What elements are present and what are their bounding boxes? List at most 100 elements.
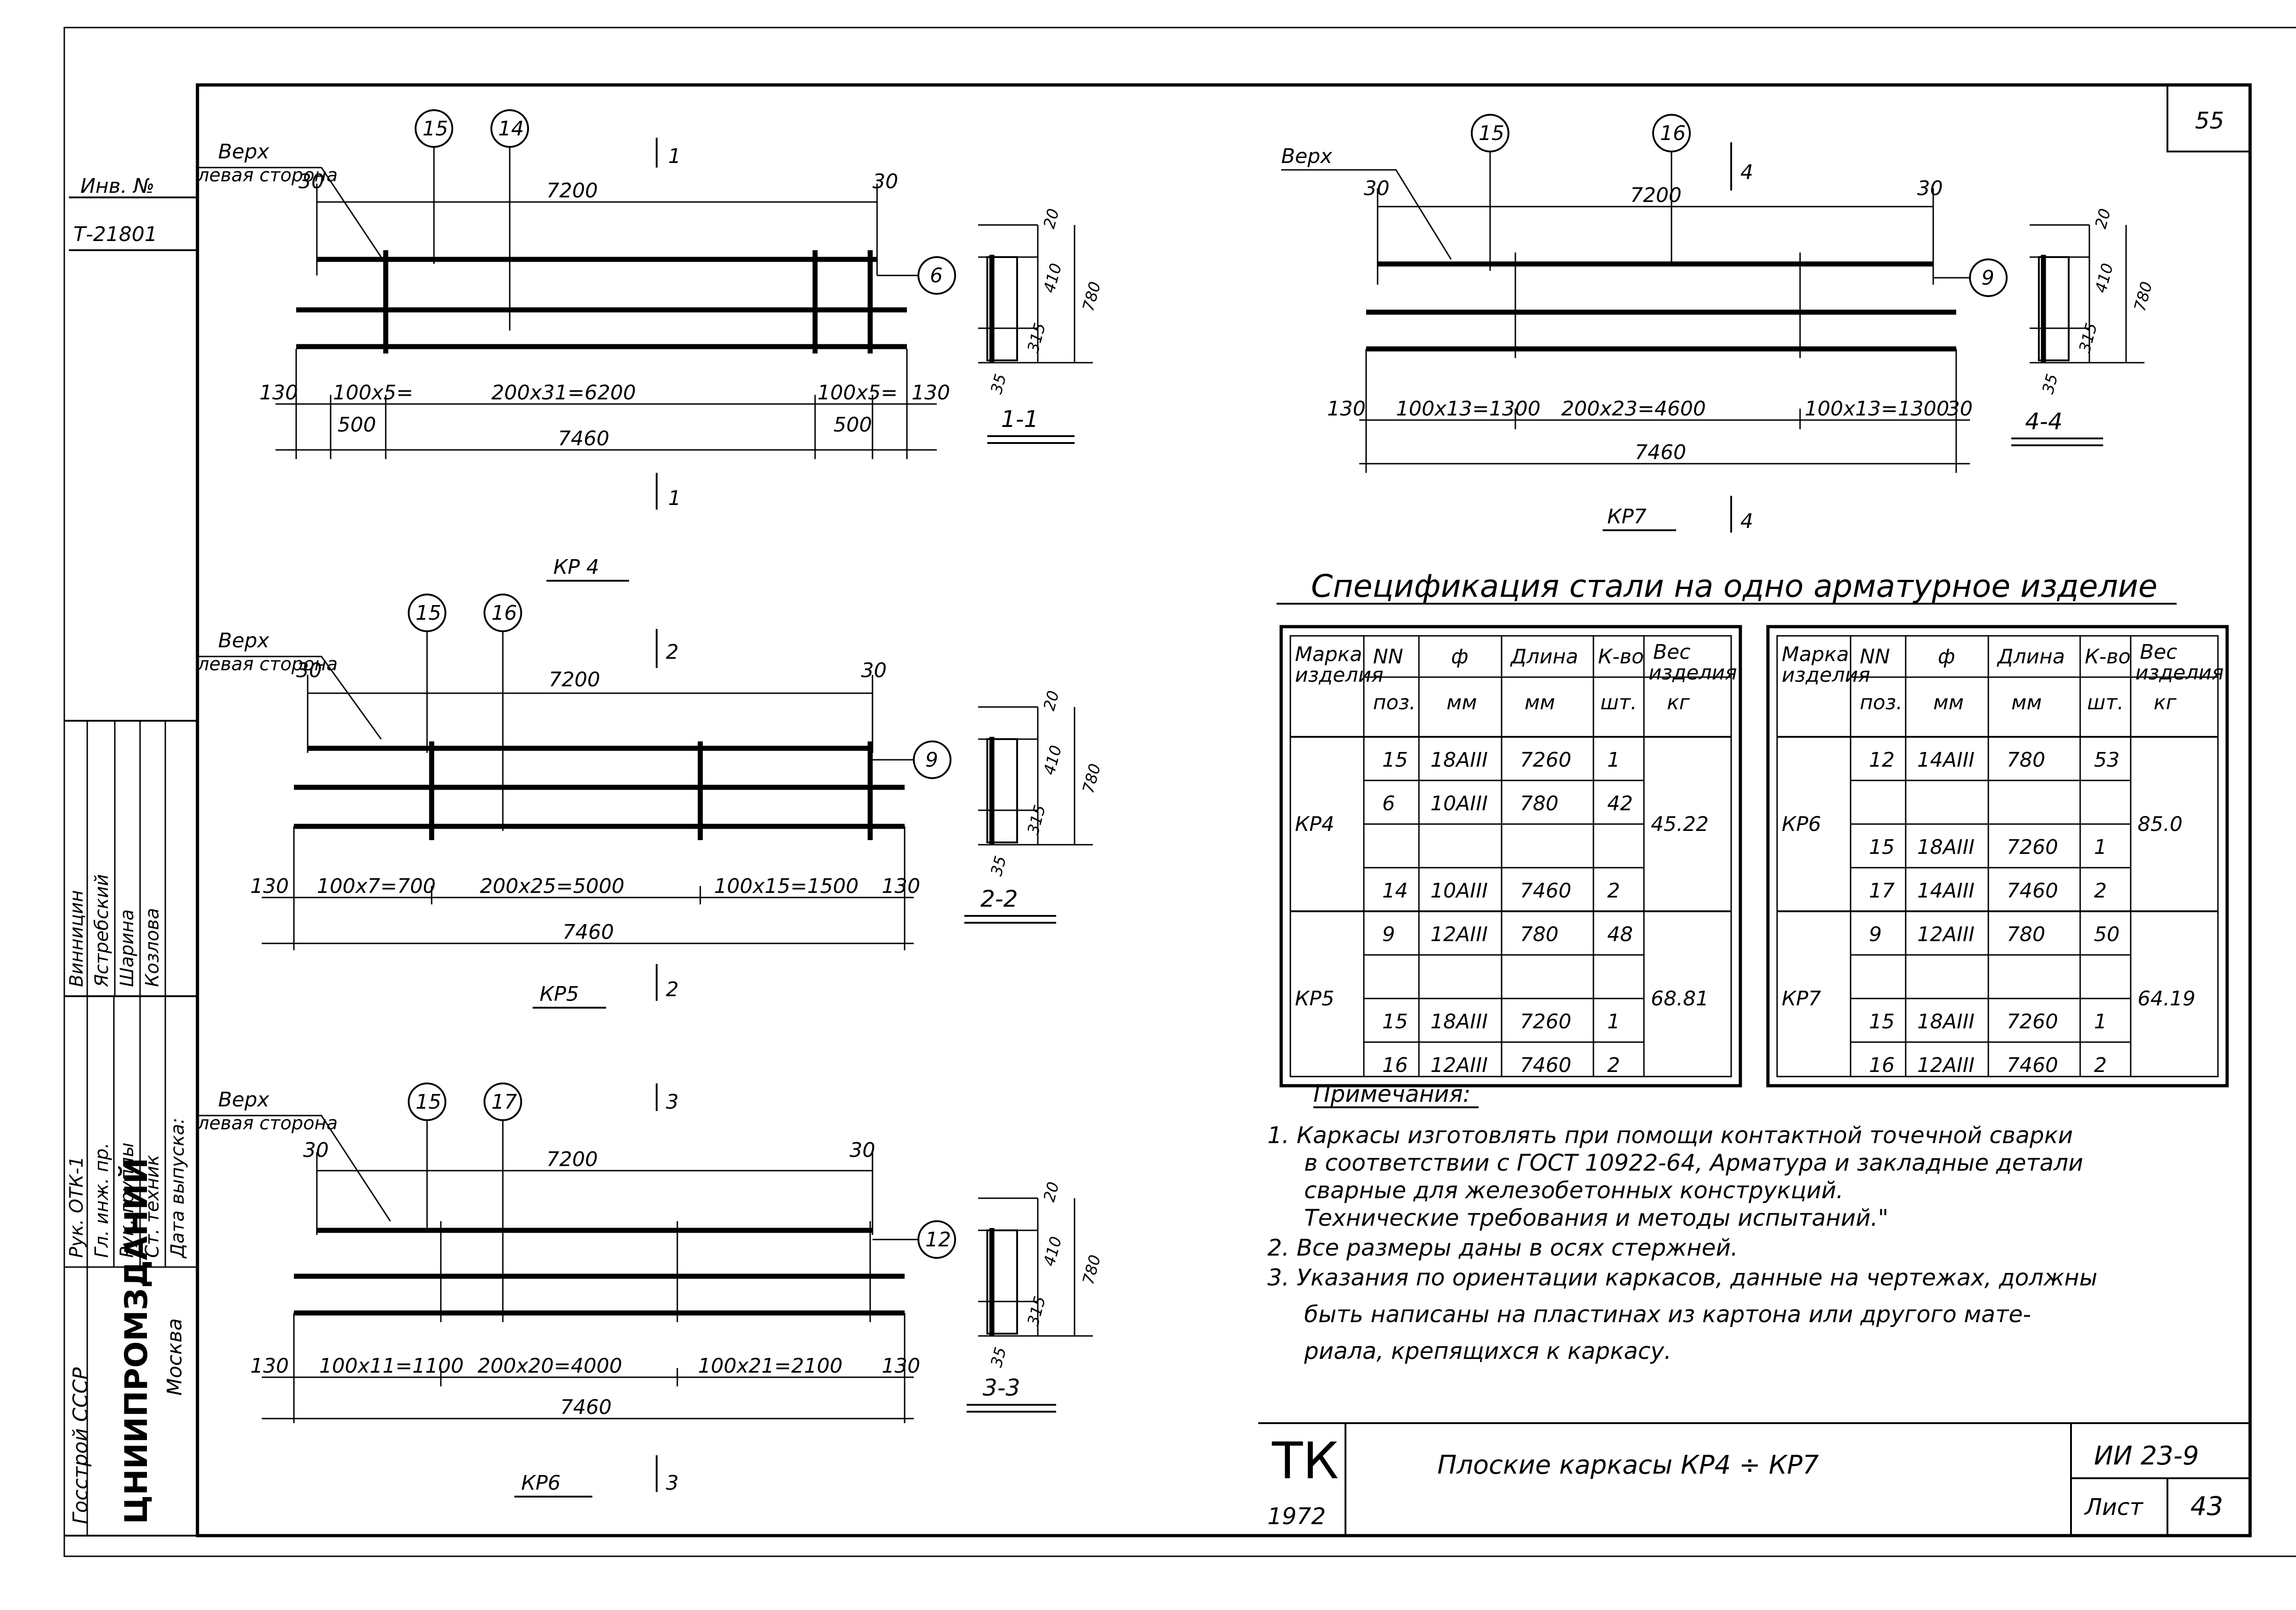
spec-weight: 45.22 — [1651, 813, 1709, 836]
spec-dia: 12АIII — [1430, 1054, 1488, 1077]
hdr-len-unit: мм — [2011, 691, 2042, 714]
hdr-qty: К-во — [1598, 645, 1644, 668]
kp6-end-l: 130 — [250, 1354, 289, 1378]
spec-table-right: МаркаизделияNNпоз.фммДлинаммК-вошт.Весиз… — [1766, 625, 2229, 1088]
hdr-pos-unit: поз. — [1860, 691, 1902, 714]
spec-mark: КР6 — [1782, 813, 1821, 836]
kp4-end-r: 130 — [912, 381, 950, 404]
spec-qty: 2 — [1607, 1054, 1620, 1077]
kp4-cut-top: 1 — [668, 145, 681, 168]
stamp-series: ИИ 23-9 — [2094, 1441, 2199, 1471]
kp5-left-side: левая сторона — [197, 654, 338, 675]
kp7-pos-b: 16 — [1660, 122, 1686, 145]
kp4-pos-b: 14 — [498, 117, 524, 140]
spec-qty: 50 — [2094, 923, 2120, 946]
spec-qty: 2 — [1607, 879, 1620, 903]
s11-label: 1-1 — [1001, 406, 1039, 432]
drawing-kp6: Верх левая сторона 3 3 15 17 7200 30 30 … — [197, 1083, 956, 1498]
kp4-seg-r: 100х5= — [817, 381, 898, 404]
spec-len: 7460 — [1520, 1054, 1571, 1077]
s11-20: 20 — [1040, 207, 1063, 230]
kp4-sub-r: 500 — [833, 413, 872, 437]
s22-20: 20 — [1040, 689, 1063, 712]
role-0: Рук. ОТК-1 — [66, 1156, 87, 1258]
stamp-code: ТК — [1272, 1431, 1339, 1490]
note-line-5: 3. Указания по ориентации каркасов, данн… — [1267, 1264, 2097, 1291]
spec-dia: 12АIII — [1917, 1054, 1975, 1077]
kp6-pos-a: 15 — [416, 1090, 441, 1114]
kp7-cut-bottom: 4 — [1740, 510, 1753, 533]
spec-len: 780 — [2007, 748, 2045, 772]
kp6-off-r: 30 — [850, 1139, 875, 1162]
s44-20: 20 — [2092, 207, 2115, 230]
spec-qty: 42 — [1607, 792, 1633, 815]
kp5-top-label: Верх — [218, 629, 270, 652]
kp7-full: 7460 — [1635, 441, 1686, 464]
kp5-full: 7460 — [563, 920, 614, 944]
kp5-end-l: 130 — [250, 875, 289, 898]
s44-35: 35 — [2039, 372, 2062, 396]
spec-qty: 1 — [2094, 836, 2107, 859]
note-line-6: быть написаны на пластинах из картона ил… — [1304, 1301, 2031, 1328]
s22-780: 780 — [1079, 762, 1104, 795]
kp6-end-r: 130 — [882, 1354, 920, 1378]
drawing-kp7: Верх 4 4 15 16 7200 30 30 9 130 100х13=1… — [1281, 114, 2008, 533]
spec-pos: 12 — [1869, 748, 1895, 772]
stamp-title: Плоские каркасы КР4 ÷ КР7 — [1437, 1450, 1819, 1480]
kp6-cut-top: 3 — [666, 1090, 679, 1114]
kp7-title: КР7 — [1607, 505, 1647, 528]
kp5-pos-b: 16 — [491, 601, 517, 625]
section-1-1: 20 410 315 780 35 1-1 — [978, 207, 1104, 444]
kp5-pos-a: 15 — [416, 601, 441, 625]
spec-dia: 10АIII — [1430, 792, 1488, 815]
hdr-dia: ф — [1451, 645, 1469, 668]
spec-mark: КР5 — [1295, 987, 1334, 1010]
kp6-off-l: 30 — [303, 1139, 329, 1162]
org-name: ЦНИИПРОМЗДАНИЙ — [118, 1158, 155, 1524]
title-stamp: ТК 1972 Плоские каркасы КР4 ÷ КР7 ИИ 23-… — [1258, 1422, 2250, 1536]
drawing-kp4: Верх левая сторона 1 1 15 14 7200 30 30 … — [197, 109, 956, 582]
kp5-seg-l: 100х7=700 — [317, 875, 436, 898]
org-city: Москва — [163, 1318, 186, 1396]
s33-410: 410 — [1040, 1234, 1065, 1268]
spec-dia: 14АIII — [1917, 748, 1975, 772]
kp5-overall: 7200 — [549, 668, 600, 691]
outer-border — [63, 27, 2296, 1557]
kp6-full: 7460 — [560, 1396, 612, 1419]
stamp-year: 1972 — [1267, 1503, 1326, 1530]
hdr-dia-unit: мм — [1446, 691, 1477, 714]
kp4-end-l: 130 — [259, 381, 298, 404]
s11-410: 410 — [1040, 261, 1065, 295]
hdr-qty-unit: шт. — [1600, 691, 1637, 714]
spec-title: Спецификация стали на одно арматурное из… — [1311, 568, 2157, 605]
spec-len: 7260 — [2007, 836, 2058, 859]
hdr-mark-2: изделия — [1295, 663, 1384, 687]
person-2: Шарина — [117, 909, 138, 987]
s11-315: 315 — [1024, 321, 1049, 354]
inventory-block: Инв. № Т-21801 — [69, 174, 197, 251]
hdr-dia-unit: мм — [1933, 691, 1964, 714]
inv-label: Инв. № — [80, 174, 154, 198]
spec-pos: 14 — [1382, 879, 1408, 903]
spec-weight: 85.0 — [2138, 813, 2183, 836]
s33-780: 780 — [1079, 1253, 1104, 1286]
spec-qty: 1 — [2094, 1010, 2107, 1033]
kp4-end-pos: 6 — [930, 264, 943, 287]
s33-label: 3-3 — [983, 1374, 1020, 1401]
spec-len: 7260 — [2007, 1010, 2058, 1033]
notes-block: Примечания: 1. Каркасы изготовлять при п… — [1267, 1081, 2097, 1364]
person-3: Козлова — [142, 908, 163, 987]
kp7-end-l: 130 — [1327, 397, 1366, 421]
spec-qty: 2 — [2094, 1054, 2107, 1077]
spec-dia: 18АIII — [1430, 1010, 1488, 1033]
kp7-end-pos: 9 — [1981, 266, 1994, 290]
hdr-wt: Вес — [1653, 640, 1690, 664]
kp4-top-label: Верх — [218, 140, 270, 163]
kp5-end-r: 130 — [882, 875, 920, 898]
spec-dia: 12АIII — [1917, 923, 1975, 946]
s33-35: 35 — [987, 1345, 1010, 1369]
spec-dia: 18АIII — [1430, 748, 1488, 772]
hdr-len: Длина — [1997, 645, 2065, 668]
kp5-off-l: 30 — [296, 659, 322, 682]
notes-title: Примечания: — [1313, 1081, 1471, 1107]
